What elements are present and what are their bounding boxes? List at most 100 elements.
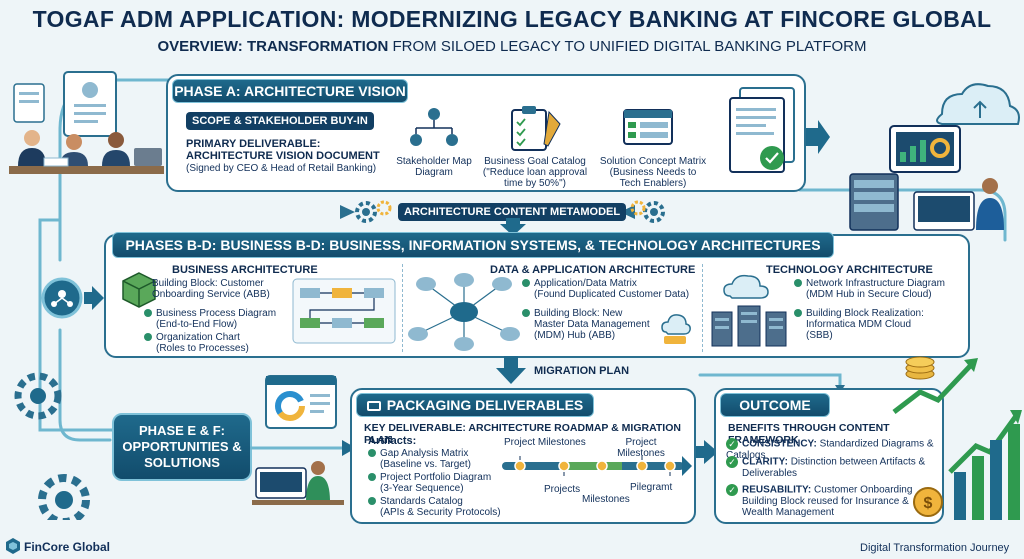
growth-chart-illustration: $: [892, 356, 1022, 520]
data-app-item-1-line2: (Found Duplicated Customer Data): [534, 289, 690, 300]
phase-a-item-2-line2: ("Reduce loan approval: [482, 167, 588, 178]
outcome-heading: BENEFITS THROUGH CONTENT FRAMEWORK: [728, 422, 890, 446]
phase-ef-box: PHASE E & F: OPPORTUNITIES & SOLUTIONS: [112, 413, 252, 481]
timeline-top-right-line1: Project: [625, 437, 657, 448]
artifact-3-line1: Standards Catalog: [380, 496, 463, 507]
phase-a-item-1-line1: Stakeholder Map: [396, 156, 472, 167]
check-icon: ✓: [726, 456, 738, 468]
business-item-2-line2: (End-to-End Flow): [156, 319, 238, 330]
packaging-to-outcome-arrow: [696, 440, 718, 464]
business-item-2: Business Process Diagram (End-to-End Flo…: [144, 308, 276, 330]
artifacts-label: Artifacts:: [368, 435, 417, 447]
data-app-item-2-line3: (MDM) Hub (ABB): [534, 330, 616, 341]
connector-right-top: [798, 188, 1007, 242]
benefit-1-text: Standardized Diagrams & Catalogs: [726, 438, 934, 461]
data-app-item-1: Application/Data Matrix (Found Duplicate…: [522, 278, 689, 300]
phase-ef-text: PHASE E & F: OPPORTUNITIES & SOLUTIONS: [114, 423, 250, 471]
bullet-icon: [368, 497, 376, 506]
integration-hub-icon: [41, 277, 83, 319]
phase-a-item-2-line1: Business Goal Catalog: [484, 156, 586, 167]
business-item-3-line1: Organization Chart: [156, 332, 240, 343]
artifact-2: Project Portfolio Diagram (3-Year Sequen…: [368, 472, 491, 494]
technology-item-2-line3: (SBB): [806, 330, 833, 341]
phase-ef-line1: PHASE E & F:: [139, 423, 225, 438]
timeline-top-right: Project Milestones: [616, 437, 666, 459]
down-arrow-icon: [500, 218, 526, 236]
artifact-3: Standards Catalog (APIs & Security Proto…: [368, 496, 501, 518]
server-cloud-icon: [711, 274, 787, 347]
footer-right: Digital Transformation Journey: [860, 542, 1010, 554]
timeline-top-right-line2: Milestones: [617, 448, 665, 459]
data-app-item-2: Building Block: New Master Data Manageme…: [522, 308, 650, 341]
artifact-2-line2: (3-Year Sequence): [380, 483, 464, 494]
stakeholder-map-icon: [410, 108, 458, 146]
solution-matrix-icon: [623, 109, 673, 145]
data-app-item-2-line2: Master Data Management: [534, 319, 650, 330]
phase-ef-line2: OPPORTUNITIES &: [122, 439, 242, 454]
benefit-3-text: Customer Onboarding: [811, 484, 913, 496]
technology-item-2: Building Block Realization: Informatica …: [794, 308, 924, 341]
benefit-1-bold: CONSISTENCY:: [742, 438, 817, 450]
subtitle-rest: FROM SILOED LEGACY TO UNIFIED DIGITAL BA…: [388, 38, 867, 55]
benefit-consistency: ✓CONSISTENCY: Standardized Diagrams & Ca…: [726, 438, 942, 461]
benefit-2-text: Distinction between Artifacts &: [787, 456, 926, 468]
phase-a-banner: PHASE A: ARCHITECTURE VISION: [172, 79, 408, 103]
opportunities-illustration: [14, 372, 90, 520]
outcome-banner: OUTCOME: [720, 393, 830, 417]
metamodel-label: ARCHITECTURE CONTENT METAMODEL: [398, 203, 627, 221]
benefit-reusability: ✓REUSABILITY: Customer Onboarding Buildi…: [726, 484, 942, 518]
vision-document-icon: [729, 87, 795, 173]
page-subtitle: OVERVIEW: TRANSFORMATION FROM SILOED LEG…: [0, 38, 1024, 55]
phase-a-panel: PHASE A: ARCHITECTURE VISION SCOPE & STA…: [166, 74, 806, 192]
cloud-platform-illustration: [849, 83, 1020, 231]
deliverable-note: (Signed by CEO & Head of Retail Banking): [186, 163, 377, 174]
bullet-icon: [522, 279, 530, 288]
page-title: TOGAF ADM APPLICATION: MODERNIZING LEGAC…: [32, 6, 992, 32]
phase-a-item-3-line1: Solution Concept Matrix: [599, 156, 707, 167]
phases-bd-panel: PHASES B-D: BUSINESS B-D: BUSINESS, INFO…: [104, 232, 970, 358]
phase-ef-line3: SOLUTIONS: [144, 455, 220, 470]
bullet-icon: [368, 473, 376, 482]
benefit-2-line2: Deliverables: [742, 468, 798, 479]
artifact-3-line2: (APIs & Security Protocols): [380, 507, 501, 518]
connector-outcome: [698, 373, 842, 390]
arrow-metamodel-left: [340, 205, 355, 219]
benefit-3-line2: Building Block reused for Insurance &: [742, 496, 909, 507]
phases-bd-banner: PHASES B-D: BUSINESS B-D: BUSINESS, INFO…: [112, 232, 834, 258]
business-architecture-title: BUSINESS ARCHITECTURE: [172, 264, 318, 276]
planning-illustration: [252, 375, 344, 505]
data-app-item-2-line1: Building Block: New: [534, 308, 623, 319]
phase-a-item-2-line3: time by 50%"): [504, 178, 566, 189]
key-deliverable: KEY DELIVERABLE: ARCHITECTURE ROADMAP & …: [364, 422, 681, 446]
fincore-logo-icon: [6, 538, 20, 554]
outcome-panel: OUTCOME BENEFITS THROUGH CONTENT FRAMEWO…: [714, 388, 944, 524]
bullet-icon: [794, 279, 802, 288]
phase-a-right-arrow: [806, 120, 830, 154]
business-item-1: Building Block: Customer Onboarding Serv…: [152, 278, 270, 300]
primary-deliverable-label: PRIMARY DELIVERABLE:: [186, 138, 321, 150]
data-app-architecture-title: DATA & APPLICATION ARCHITECTURE: [490, 264, 696, 276]
architecture-vision-document: ARCHITECTURE VISION DOCUMENT: [186, 150, 380, 162]
timeline-bottom-right: Pilegramt: [630, 482, 673, 493]
technology-item-2-line1: Building Block Realization:: [806, 308, 924, 319]
data-network-diagram: [408, 273, 520, 351]
phase-a-item-1-line2: Diagram: [415, 167, 453, 178]
phase-a-item-3-line3: Tech Enablers): [619, 178, 687, 189]
roadmap-timeline: [502, 456, 692, 476]
subtitle-bold: OVERVIEW: TRANSFORMATION: [157, 38, 389, 55]
right-arrow-icon: [84, 286, 104, 310]
ef-to-packaging-arrow: [250, 440, 356, 456]
building-block-icon: [122, 272, 156, 308]
cloud-icon: [661, 314, 691, 344]
business-item-3-line2: (Roles to Processes): [156, 343, 249, 354]
technology-item-1-line1: Network Infrastructure Diagram: [806, 278, 945, 289]
divider: [402, 264, 403, 352]
packaging-panel: PACKAGING DELIVERABLES KEY DELIVERABLE: …: [350, 388, 696, 524]
artifact-1-line1: Gap Analysis Matrix: [380, 448, 469, 459]
connector-left-bottom: [58, 328, 112, 442]
check-icon: ✓: [726, 484, 738, 496]
bullet-icon: [144, 333, 152, 342]
goal-catalog-icon: [511, 106, 561, 151]
benefit-clarity: ✓CLARITY: Distinction between Artifacts …: [726, 456, 942, 479]
business-item-2-line1: Business Process Diagram: [156, 308, 277, 319]
